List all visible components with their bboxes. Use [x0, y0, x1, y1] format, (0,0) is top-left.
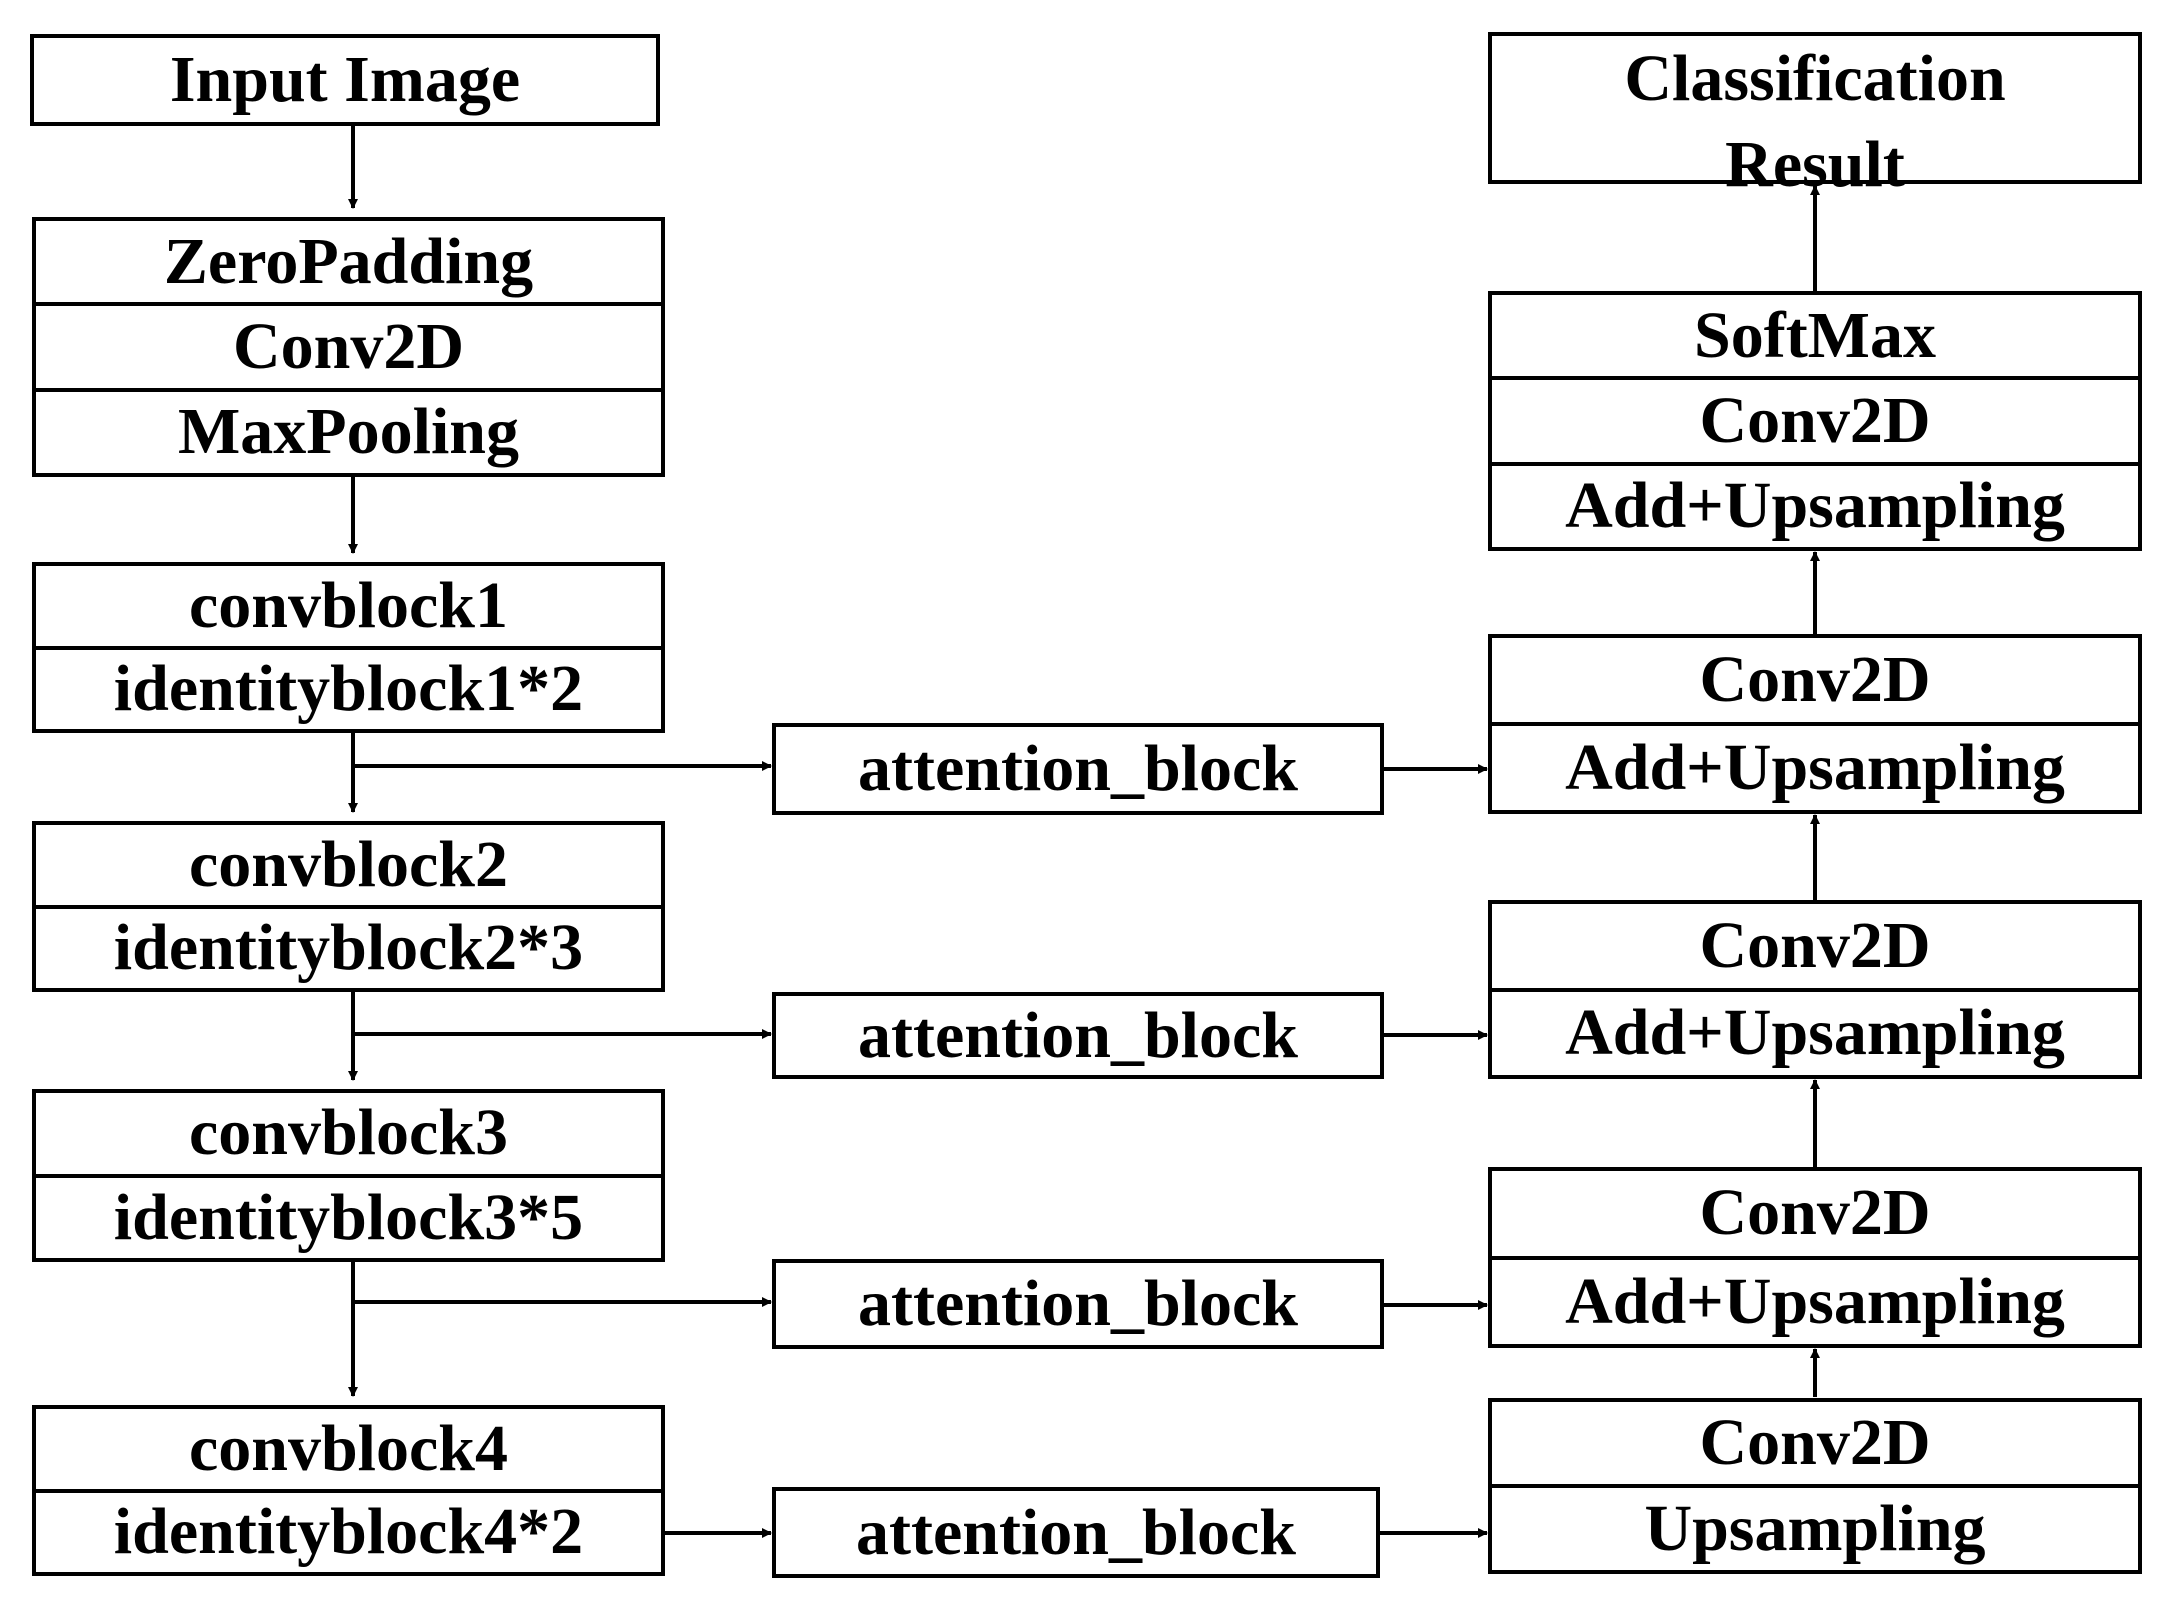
conv2d-layer: Conv2D: [36, 302, 661, 387]
block2-box: convblock2 identityblock2*3: [32, 821, 665, 992]
attention-block-4: attention_block: [772, 1487, 1380, 1578]
attention-block-label: attention_block: [857, 998, 1299, 1072]
upsampling-layer: Upsampling: [1492, 1484, 2138, 1570]
add-upsampling-layer: Add+Upsampling: [1492, 1255, 2138, 1345]
identityblock1-layer: identityblock1*2: [36, 645, 661, 730]
attention-block-label: attention_block: [857, 1267, 1299, 1340]
classification-result-label: Classification Result: [1492, 36, 2138, 208]
block4-box: convblock4 identityblock4*2: [32, 1405, 665, 1576]
conv2d-layer: Conv2D: [1699, 1176, 1931, 1250]
stem-box: ZeroPadding Conv2D MaxPooling: [32, 217, 665, 477]
decoder-stage-2: Conv2D Add+Upsampling: [1488, 900, 2142, 1079]
conv2d-layer: Conv2D: [1699, 908, 1931, 982]
input-image-label: Input Image: [169, 43, 521, 116]
zeropadding-layer: ZeroPadding: [163, 224, 534, 298]
attention-block-label: attention_block: [857, 732, 1299, 805]
maxpooling-layer: MaxPooling: [36, 387, 661, 473]
conv2d-layer: Conv2D: [1699, 643, 1931, 716]
convblock1-layer: convblock1: [188, 568, 509, 642]
attention-block-3: attention_block: [772, 1259, 1384, 1349]
convblock4-layer: convblock4: [188, 1411, 509, 1485]
decoder-stage-1: Conv2D Add+Upsampling: [1488, 1167, 2142, 1348]
add-upsampling-layer: Add+Upsampling: [1492, 987, 2138, 1076]
decoder-stage-0: Conv2D Upsampling: [1488, 1398, 2142, 1574]
convblock3-layer: convblock3: [188, 1096, 509, 1170]
decoder-stage-3: Conv2D Add+Upsampling: [1488, 634, 2142, 814]
result-line-1: Classification: [1624, 42, 2006, 115]
result-line-2: Result: [1725, 127, 1905, 201]
conv2d-layer: Conv2D: [1699, 1406, 1931, 1479]
identityblock2-layer: identityblock2*3: [36, 904, 661, 989]
attention-block-2: attention_block: [772, 992, 1384, 1079]
block1-box: convblock1 identityblock1*2: [32, 562, 665, 733]
identityblock4-layer: identityblock4*2: [36, 1488, 661, 1573]
softmax-layer: SoftMax: [1694, 298, 1936, 372]
attention-block-1: attention_block: [772, 723, 1384, 815]
classification-result-box: Classification Result: [1488, 32, 2142, 201]
add-upsampling-layer: Add+Upsampling: [1492, 461, 2138, 547]
conv2d-layer: Conv2D: [1492, 376, 2138, 461]
attention-block-label: attention_block: [855, 1495, 1297, 1569]
add-upsampling-layer: Add+Upsampling: [1492, 722, 2138, 810]
block3-box: convblock3 identityblock3*5: [32, 1089, 665, 1262]
head-box: SoftMax Conv2D Add+Upsampling: [1488, 291, 2142, 551]
convblock2-layer: convblock2: [188, 827, 509, 901]
input-image-box: Input Image: [30, 34, 660, 126]
identityblock3-layer: identityblock3*5: [36, 1173, 661, 1259]
